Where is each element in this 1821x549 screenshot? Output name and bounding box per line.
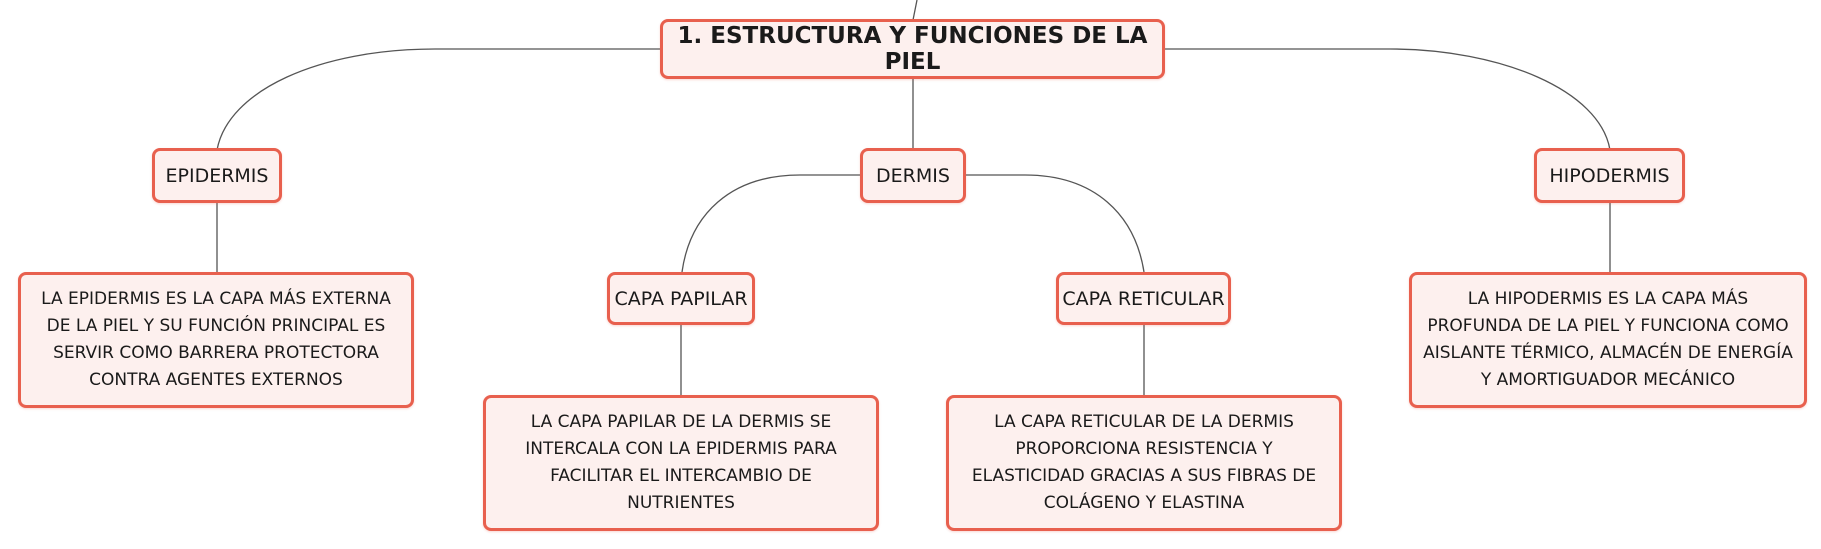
hipodermis-label: HIPODERMIS (1549, 164, 1670, 187)
connector-dermis-papilar (681, 174, 860, 273)
epidermis-description-text: LA EPIDERMIS ES LA CAPA MÁS EXTERNA DE L… (41, 289, 391, 390)
connector-root-epidermis (216, 48, 660, 151)
capa-papilar-description-text: LA CAPA PAPILAR DE LA DERMIS SE INTERCAL… (525, 412, 837, 513)
connector-dermis-reticular (966, 174, 1145, 273)
root-node-title[interactable]: 1. ESTRUCTURA Y FUNCIONES DE LA PIEL (660, 19, 1165, 79)
hipodermis-description-text: LA HIPODERMIS ES LA CAPA MÁS PROFUNDA DE… (1423, 289, 1793, 390)
dermis-label: DERMIS (876, 164, 950, 187)
node-capa-papilar[interactable]: CAPA PAPILAR (607, 272, 755, 325)
node-capa-reticular[interactable]: CAPA RETICULAR (1056, 272, 1231, 325)
node-epidermis-description[interactable]: LA EPIDERMIS ES LA CAPA MÁS EXTERNA DE L… (18, 272, 414, 408)
capa-reticular-label: CAPA RETICULAR (1062, 287, 1225, 310)
root-title-text: 1. ESTRUCTURA Y FUNCIONES DE LA PIEL (677, 23, 1148, 75)
epidermis-label: EPIDERMIS (165, 164, 269, 187)
node-capa-papilar-description[interactable]: LA CAPA PAPILAR DE LA DERMIS SE INTERCAL… (483, 395, 879, 531)
node-hipodermis-description[interactable]: LA HIPODERMIS ES LA CAPA MÁS PROFUNDA DE… (1409, 272, 1807, 408)
node-capa-reticular-description[interactable]: LA CAPA RETICULAR DE LA DERMIS PROPORCIO… (946, 395, 1342, 531)
node-epidermis[interactable]: EPIDERMIS (152, 148, 282, 203)
connector-root-parent (912, 0, 918, 21)
capa-papilar-label: CAPA PAPILAR (614, 287, 748, 310)
capa-reticular-description-text: LA CAPA RETICULAR DE LA DERMIS PROPORCIO… (971, 412, 1317, 513)
node-hipodermis[interactable]: HIPODERMIS (1534, 148, 1685, 203)
connector-root-hipodermis (1165, 48, 1611, 151)
node-dermis[interactable]: DERMIS (860, 148, 966, 203)
